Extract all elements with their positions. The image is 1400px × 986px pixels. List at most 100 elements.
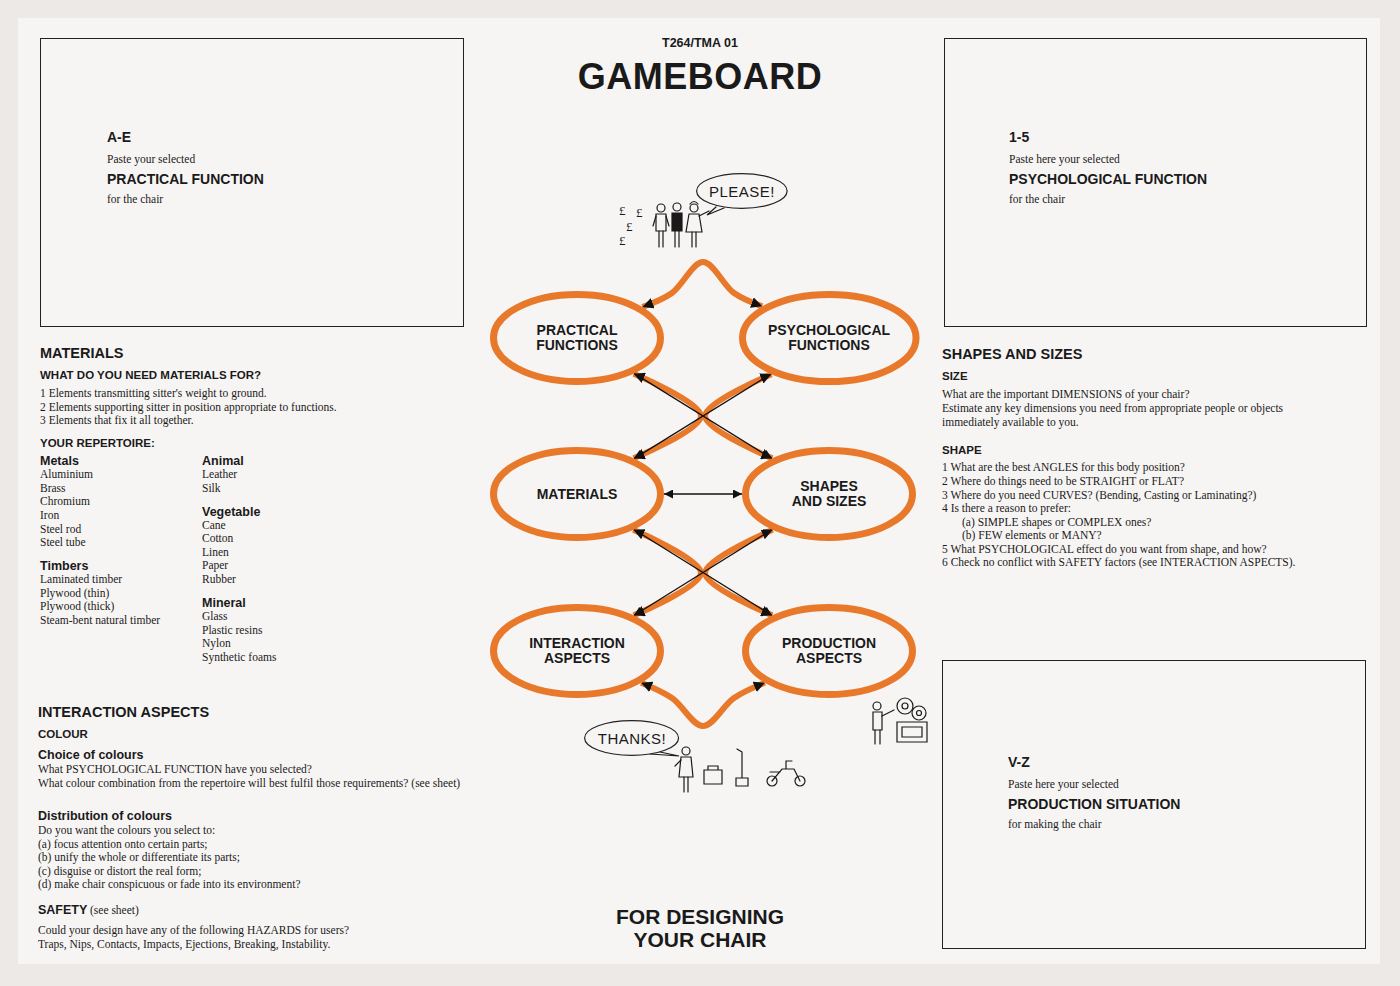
function-ellipse: PSYCHOLOGICAL FUNCTIONS (739, 291, 920, 385)
body-text: (a) SIMPLE shapes or COMPLEX ones? (962, 516, 1151, 530)
flow-band (705, 530, 773, 615)
outline (746, 608, 913, 695)
section-heading: SHAPE (942, 444, 982, 458)
body-text: What are the important DIMENSIONS of you… (942, 388, 1190, 402)
pound-sign: £ (619, 233, 626, 249)
flow-band (642, 262, 762, 307)
section-heading: Vegetable (202, 505, 260, 520)
text-box: V-ZPaste here your selectedPRODUCTION SI… (942, 660, 1366, 949)
section-heading: SHAPES AND SIZES (942, 346, 1082, 363)
body-text: Aluminium (40, 468, 93, 482)
body-text: 4 Is there a reason to prefer: (942, 502, 1071, 516)
node-text: Paste here your selected (1008, 778, 1349, 790)
section-heading: Mineral (202, 596, 246, 611)
pound-sign: £ (626, 219, 633, 235)
body-text: Plywood (thin) (40, 587, 109, 601)
flow-arrow (634, 373, 772, 458)
body-text: 3 Elements that fix it all together. (40, 414, 194, 428)
section-heading: COLOUR (38, 728, 88, 742)
body-text: Paper (202, 559, 228, 573)
outline (697, 174, 788, 209)
body-text: Chromium (40, 495, 90, 509)
node-heading: 1-5 (1009, 129, 1350, 145)
node-heading: PRODUCTION ASPECTS (774, 636, 884, 665)
body-text: Steel rod (40, 523, 81, 537)
body-text: 3 Where do you need CURVES? (Bending, Ca… (942, 489, 1256, 503)
node-heading: PRACTICAL FUNCTIONS (517, 323, 637, 352)
function-ellipse: SHAPES AND SIZES (742, 447, 916, 541)
board-caption: FOR DESIGNING YOUR CHAIR (590, 905, 810, 951)
body-text: 2 Elements supporting sitter in position… (40, 401, 337, 415)
flow-band (705, 374, 772, 458)
body-text: Could your design have any of the follow… (38, 924, 349, 938)
body-text: 2 Where do things need to be STRAIGHT or… (942, 475, 1184, 489)
body-text: Silk (202, 482, 221, 496)
node-text: Paste your selected (107, 153, 447, 165)
node-text: PRACTICAL FUNCTION (107, 171, 447, 187)
body-text: Leather (202, 468, 237, 482)
body-text: (a) focus attention onto certain parts; (38, 838, 208, 852)
function-ellipse: MATERIALS (490, 447, 664, 541)
body-text: Laminated timber (40, 573, 122, 587)
function-ellipse: INTERACTION ASPECTS (490, 604, 664, 698)
body-text: (c) disguise or distort the real form; (38, 865, 202, 879)
node-heading: SHAPES AND SIZES (785, 479, 873, 508)
board-title: GAMEBOARD (500, 56, 900, 98)
section-heading: YOUR REPERTOIRE: (40, 437, 155, 451)
node-text: for the chair (1009, 193, 1350, 205)
node-text: for the chair (107, 193, 447, 205)
outline (746, 451, 913, 538)
worker-machine (873, 698, 927, 744)
text-box: A-E Paste your selectedPRACTICAL FUNCTION… (40, 38, 464, 327)
flow-arrow (664, 493, 742, 494)
node-heading: INTERACTION ASPECTS (522, 636, 632, 665)
course-code: T264/TMA 01 (640, 36, 760, 51)
flow-arrow (634, 374, 771, 459)
body-text: Synthetic foams (202, 651, 276, 665)
flow-arrow (634, 530, 772, 616)
outline (494, 451, 661, 538)
flow-band (634, 374, 701, 459)
body-text: Cotton (202, 532, 233, 546)
body-text: 1 What are the best ANGLES for this body… (942, 461, 1185, 475)
section-heading: Timbers (40, 559, 88, 574)
body-text: Rubber (202, 573, 236, 587)
pound-sign: £ (636, 205, 643, 221)
body-text: (b) unify the whole or differentiate its… (38, 851, 240, 865)
node-heading: MATERIALS (537, 487, 618, 502)
body-text: Traps, Nips, Contacts, Impacts, Ejection… (38, 938, 330, 952)
node-text: PSYCHOLOGICAL FUNCTION (1009, 171, 1350, 187)
flow-arrow (634, 530, 772, 616)
node-text: PRODUCTION SITUATION (1008, 796, 1349, 812)
body-text: Steam-bent natural timber (40, 614, 160, 628)
body-text: Plywood (thick) (40, 600, 114, 614)
body-text: Steel tube (40, 536, 86, 550)
section-heading: SIZE (942, 370, 968, 384)
body-text: Glass (202, 610, 228, 624)
body-text: Do you want the colours you select to: (38, 824, 215, 838)
section-heading: WHAT DO YOU NEED MATERIALS FOR? (40, 369, 261, 383)
speech-bubble: THANKS! (584, 720, 679, 756)
body-text: 5 What PSYCHOLOGICAL effect do you want … (942, 543, 1267, 557)
outline (742, 295, 916, 382)
bubble-tail (707, 207, 724, 215)
section-heading: SAFETY (38, 903, 87, 918)
node-heading: A-E (107, 129, 447, 145)
section-heading: Animal (202, 454, 244, 469)
text-box: 1-5Paste here your selectedPSYCHOLOGICAL… (944, 38, 1367, 327)
body-text: (d) make chair conspicuous or fade into … (38, 878, 301, 892)
function-ellipse: PRODUCTION ASPECTS (742, 604, 916, 698)
people-figures (653, 202, 709, 248)
node-heading: PLEASE! (709, 183, 775, 200)
outline (494, 608, 661, 695)
section-heading: Metals (40, 454, 79, 469)
section-heading: MATERIALS (40, 345, 124, 362)
body-text: (see sheet) (90, 904, 139, 918)
pound-sign: £ (619, 203, 626, 219)
speech-bubble: PLEASE! (696, 173, 788, 209)
flow-band (633, 530, 701, 615)
body-text: (b) FEW elements or MANY? (962, 529, 1102, 543)
body-text: What colour combination from the reperto… (38, 777, 478, 791)
outline (585, 721, 679, 756)
node-text: Paste here your selected (1009, 153, 1350, 165)
